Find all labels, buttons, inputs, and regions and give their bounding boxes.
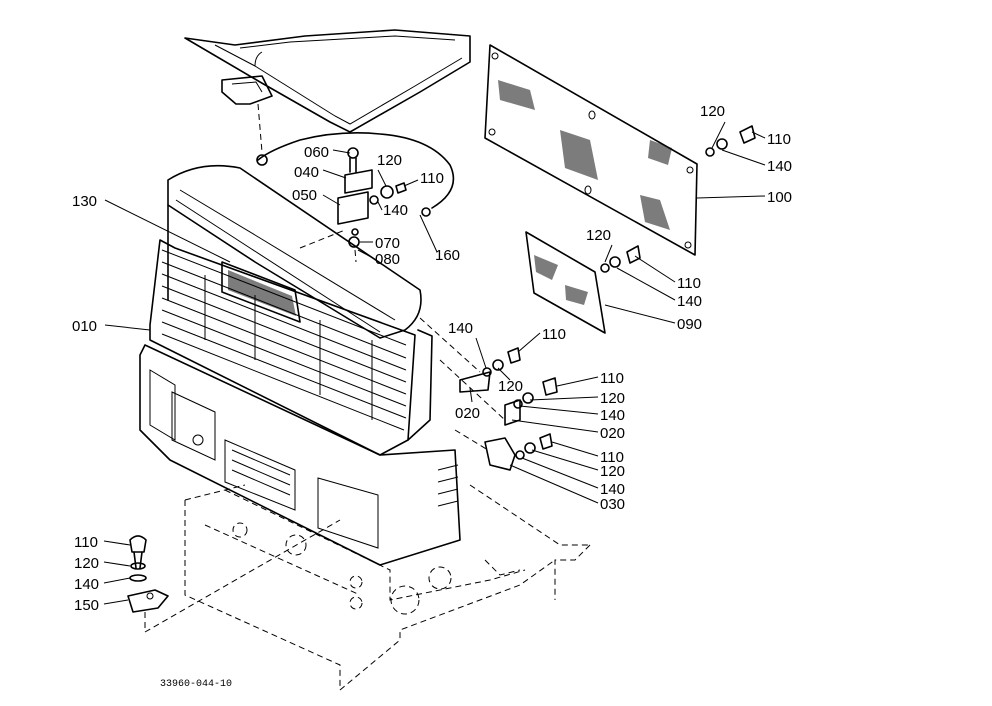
callout-120: 120 [700,103,725,120]
hood-panel [184,29,471,133]
callout-080: 080 [375,251,400,268]
callout-130: 130 [72,193,97,210]
callout-160: 160 [435,247,460,264]
callout-110: 110 [600,370,624,387]
callout-120: 120 [498,378,523,395]
callout-120: 120 [74,555,99,572]
callout-110: 110 [677,275,701,292]
callout-100: 100 [767,189,792,206]
callout-020: 020 [455,405,480,422]
callout-040: 040 [294,164,319,181]
callout-140: 140 [448,320,473,337]
grille-louvers [161,249,407,431]
callout-120: 120 [600,463,625,480]
callout-120: 120 [586,227,611,244]
callout-120: 120 [377,152,402,169]
small-panel [525,231,606,334]
grille-upper-shell [167,164,422,339]
callout-labels: 130 010 060 040 050 120 110 140 070 080 … [72,103,792,614]
callout-140: 140 [600,481,625,498]
callout-110: 110 [767,131,791,148]
callout-120: 120 [600,390,625,407]
lower-housing [139,344,461,566]
callout-050: 050 [292,187,317,204]
callout-150: 150 [74,597,99,614]
chassis-frame [184,484,591,691]
callout-020: 020 [600,425,625,442]
hood-wire [256,103,455,217]
fasteners-lower-left [127,519,341,633]
callout-090: 090 [677,316,702,333]
leader-lines [103,121,766,605]
callout-070: 070 [375,235,400,252]
callout-140: 140 [74,576,99,593]
callout-110: 110 [600,449,624,466]
callout-110: 110 [542,326,566,343]
callout-030: 030 [600,496,625,513]
callout-010: 010 [72,318,97,335]
callout-140: 140 [383,202,408,219]
callout-140: 140 [767,158,792,175]
panel-plate [484,44,698,256]
drawing-code: 33960-044-10 [160,679,232,690]
callout-140: 140 [677,293,702,310]
callout-060: 060 [304,144,329,161]
fasteners-right [419,125,756,471]
callout-110: 110 [420,170,444,187]
callout-140: 140 [600,407,625,424]
bracket-assembly [299,147,407,263]
grille-front [149,239,433,456]
callout-110: 110 [74,534,98,551]
